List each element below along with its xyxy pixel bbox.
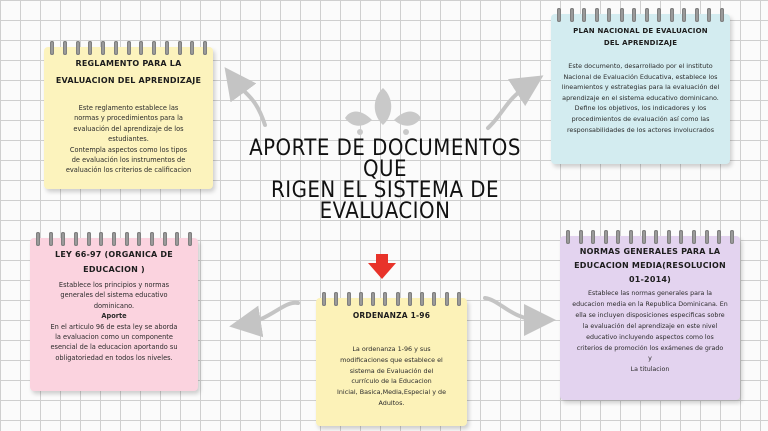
card-text-line: de evaluación los instrumentos de [71,156,186,165]
connector-to-ley [229,300,300,338]
card-text-line: Inicial, Basica,Media,Especial y de [336,388,446,397]
connector-to-plan [486,75,544,130]
main-title-line: QUE [362,157,408,182]
ring-binding [36,232,192,246]
card-normas-generales: NORMAS GENERALES PARA LA EDUCACION MEDIA… [560,230,740,400]
card-text-line: En el articulo 96 de esta ley se aborda [50,322,178,331]
card-ordenanza-1-96: ORDENANZA 1-96 La ordenanza 1-96 y sus m… [316,292,467,426]
card-text-line: evaluación los criterios de calificacion [65,166,192,175]
card-text-line: responsabilidades de los actores involuc… [566,125,715,134]
card-text-line: y [648,355,652,363]
card-text-line: educativo incluyendo aspectos como los [586,333,714,341]
card-text-line: Contempla aspectos como los tipos [69,145,188,154]
card-title-line: EVALUACION DEL APRENDIZAJE [55,76,202,85]
main-title-line: RIGEN EL SISTEMA DE [270,178,500,203]
card-text-line: sistema de Evaluación del [349,366,434,375]
main-title: APORTE DE DOCUMENTOS QUE RIGEN EL SISTEM… [245,136,525,224]
card-text-line: educacion media en la Republica Dominica… [572,300,728,308]
card-text-line: Define los objetivos, los indicadores y … [574,104,707,113]
card-text-line: criterios de promoción los exámenes de g… [576,344,724,352]
card-text-line: esencial de la educacion aportando su [50,343,178,352]
card-text-line: La titulacion [630,366,670,374]
card-text-line: aprendizaje en el sistema educativo domi… [562,93,719,102]
card-text-line: Establece las normas generales para la [587,290,713,297]
card-text-line: Nacional de Evaluación Educativa, establ… [563,72,718,81]
connector-to-reglamento [224,67,267,127]
card-text-line: lineamientos y estrategias para la evalu… [561,83,720,92]
card-text-line: ella se incluyen disposiciones especific… [575,311,725,319]
card-text-line: la evaluacion como un componente [55,333,173,342]
card-text-line: Este documento, desarrollado por el inst… [568,62,713,70]
ring-binding [322,292,461,306]
leaves-icon [345,88,421,135]
main-title-line: EVALUACION [319,199,451,224]
card-title-line: NORMAS GENERALES PARA LA [579,247,721,256]
card-text-line: evaluación del aprendizaje de los [73,124,184,133]
main-title-line: APORTE DE DOCUMENTOS [249,136,521,161]
card-title-line: REGLAMENTO PARA LA [75,59,182,68]
card-text-line: currículo de la Educacion [351,377,432,386]
ring-binding [557,8,724,22]
card-text-line: modificaciones que establece el [340,355,443,364]
card-title-line: LEY 66-97 (ORGANICA DE [55,250,173,259]
card-text-line: obligatoriedad en todos los niveles. [55,353,173,362]
card-text-line: Adultos. [378,398,405,407]
card-title-line: EDUCACION ) [83,265,145,274]
card-title-line: EDUCACION MEDIA(RESOLUCION [574,261,726,270]
card-text-line: estudiantes. [108,135,149,144]
card-text-line: La ordenanza 1-96 y sus [352,345,431,353]
card-text-line: Aporte [101,312,127,321]
card-text-line: normas y procedimientos para la [74,114,183,123]
card-text-line: generales del sistema educativo [60,291,168,300]
card-title-line: 01-2014) [629,275,671,284]
card-title-line: DEL APRENDIZAJE [603,39,678,47]
card-plan-nacional: PLAN NACIONAL DE EVALUACION DEL APRENDIZ… [551,8,730,164]
card-reglamento: REGLAMENTO PARA LA EVALUACION DEL APREND… [44,41,213,189]
ring-binding [50,41,207,55]
card-text-line: Este reglamento establece las [78,104,179,112]
card-text-line: Establece los principios y normas [58,281,170,289]
connector-to-normas [483,296,556,336]
card-title-line: PLAN NACIONAL DE EVALUACION [573,27,708,35]
card-text-line: la evaluación del aprendizaje en este ni… [582,322,718,330]
card-title-line: ORDENANZA 1-96 [352,311,431,320]
down-arrow-icon [368,254,396,279]
card-ley-66-97: LEY 66-97 (ORGANICA DE EDUCACION ) Estab… [30,232,198,391]
card-text-line: dominicano. [93,301,135,310]
ring-binding [566,230,734,244]
card-text-line: procedimientos de evaluación así como la… [571,114,710,123]
